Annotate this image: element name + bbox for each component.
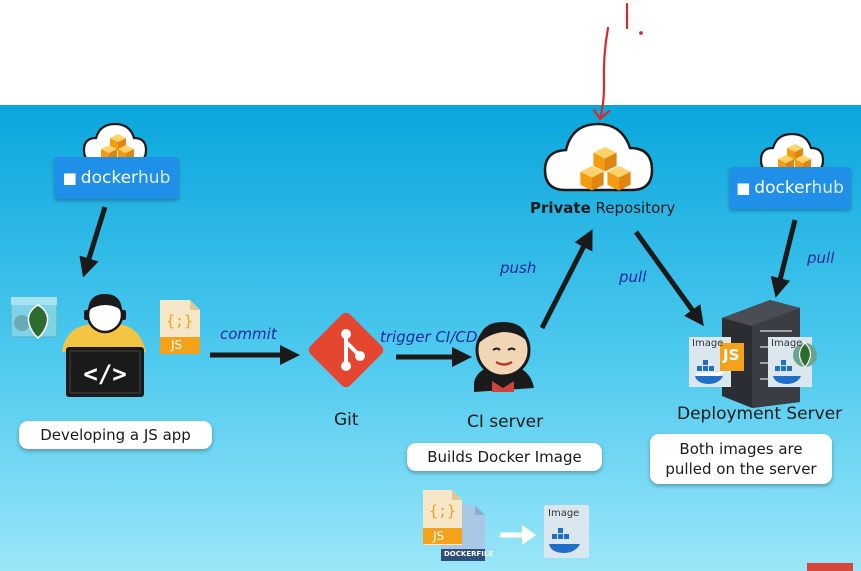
- deployment-caption-line1: Both images are: [679, 440, 803, 458]
- build-dockerfile-label: DOCKERFILE: [444, 550, 494, 558]
- deploy-js-icon: [720, 343, 744, 371]
- deployment-caption-line2: pulled on the server: [665, 460, 817, 478]
- git-label: Git: [334, 410, 359, 430]
- edge-label-pull-right: pull: [807, 249, 835, 267]
- arrow-pull-repo: [633, 230, 704, 327]
- dockerhub-word-docker: docker: [80, 168, 139, 188]
- dockerhub-cloud-left-icon: [82, 122, 148, 164]
- js-file-braces: {;}: [166, 312, 194, 330]
- arrow-pull-hub: [770, 219, 798, 298]
- deployment-server-label: Deployment Server: [677, 404, 843, 424]
- private-repository-icon: [543, 122, 654, 192]
- js-file-label: JS: [171, 338, 183, 352]
- whale-icon: ■: [62, 169, 77, 187]
- arrow-push: [539, 229, 593, 330]
- build-image-label: Image: [548, 508, 580, 519]
- deploy-image-right-label: Image: [771, 338, 803, 349]
- build-image-icon: [544, 505, 589, 558]
- ci-server-label: CI server: [467, 412, 544, 432]
- edge-label-commit: commit: [220, 325, 277, 343]
- ci-server-caption: Builds Docker Image: [407, 443, 602, 471]
- deploy-js-label: JS: [723, 346, 740, 364]
- dockerhub-word-hub: hub: [138, 168, 171, 188]
- private-repository-bold: Private: [530, 199, 591, 217]
- build-js-braces: {;}: [429, 502, 457, 520]
- build-js-file-icon: [423, 490, 462, 545]
- js-file-icon: [160, 300, 200, 354]
- edge-label-push: push: [500, 259, 537, 277]
- build-js-label: JS: [433, 529, 445, 543]
- dockerhub-cloud-right-icon: [759, 132, 825, 174]
- dockerhub-word-docker: docker: [754, 178, 812, 198]
- edge-label-pull-left: pull: [619, 268, 647, 286]
- arrow-dockerfile-to-image: [500, 525, 536, 545]
- dockerhub-word-hub: hub: [811, 178, 844, 198]
- edge-label-trigger: trigger CI/CD: [380, 328, 478, 346]
- git-logo-icon: [308, 312, 384, 388]
- deploy-image-right-icon: [768, 337, 817, 387]
- red-annotation: [592, 2, 643, 121]
- private-repository-rest: Repository: [590, 199, 676, 217]
- svg-text:</>: </>: [83, 360, 126, 388]
- whale-icon: ■: [736, 179, 751, 197]
- deployment-caption: Both images are pulled on the server: [650, 434, 832, 484]
- developer-caption: Developing a JS app: [19, 421, 212, 449]
- deploy-image-left-label: Image: [692, 338, 724, 349]
- arrow-hub-to-developer: [79, 206, 108, 278]
- subscribe-badge-icon: [807, 563, 853, 571]
- private-repository-label: Private Repository: [530, 199, 675, 217]
- jenkins-icon: [474, 322, 534, 392]
- developer-icon: </>: [62, 294, 146, 397]
- mongo-box-icon: [10, 296, 58, 339]
